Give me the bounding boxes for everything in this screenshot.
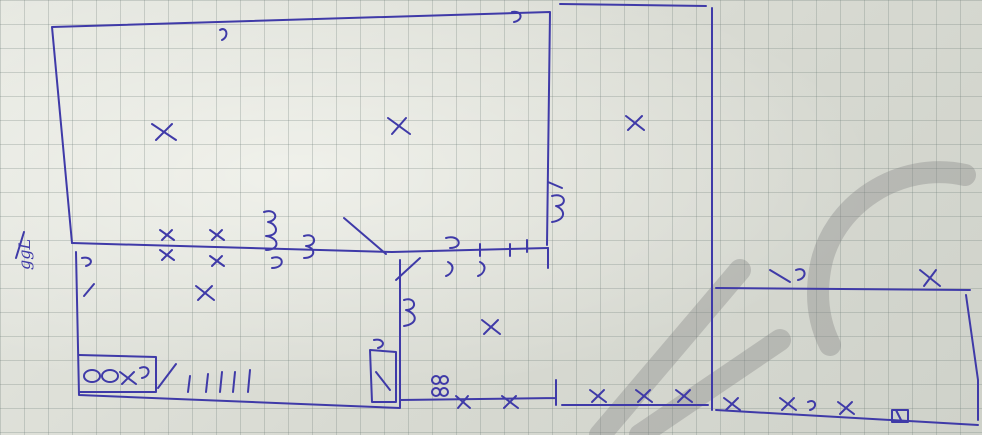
tally-marks [187, 369, 251, 393]
bottom-strip [78, 354, 157, 393]
middle-wall [71, 242, 549, 253]
bottom-wall-right [399, 379, 709, 406]
top-line-right [559, 3, 707, 7]
door-swing-2 [395, 257, 421, 281]
door-swing-3 [157, 363, 177, 389]
scribble-marks [15, 10, 909, 423]
closet-box [369, 349, 397, 403]
right-lower-room [715, 287, 979, 426]
margin-label: ggL [15, 239, 34, 270]
tick-marks [479, 239, 549, 269]
x-marks [151, 115, 941, 415]
lower-left-room [75, 251, 401, 409]
door-swing-1 [343, 217, 387, 255]
watermark-logo [589, 161, 976, 435]
upper-room-outline [51, 11, 551, 246]
